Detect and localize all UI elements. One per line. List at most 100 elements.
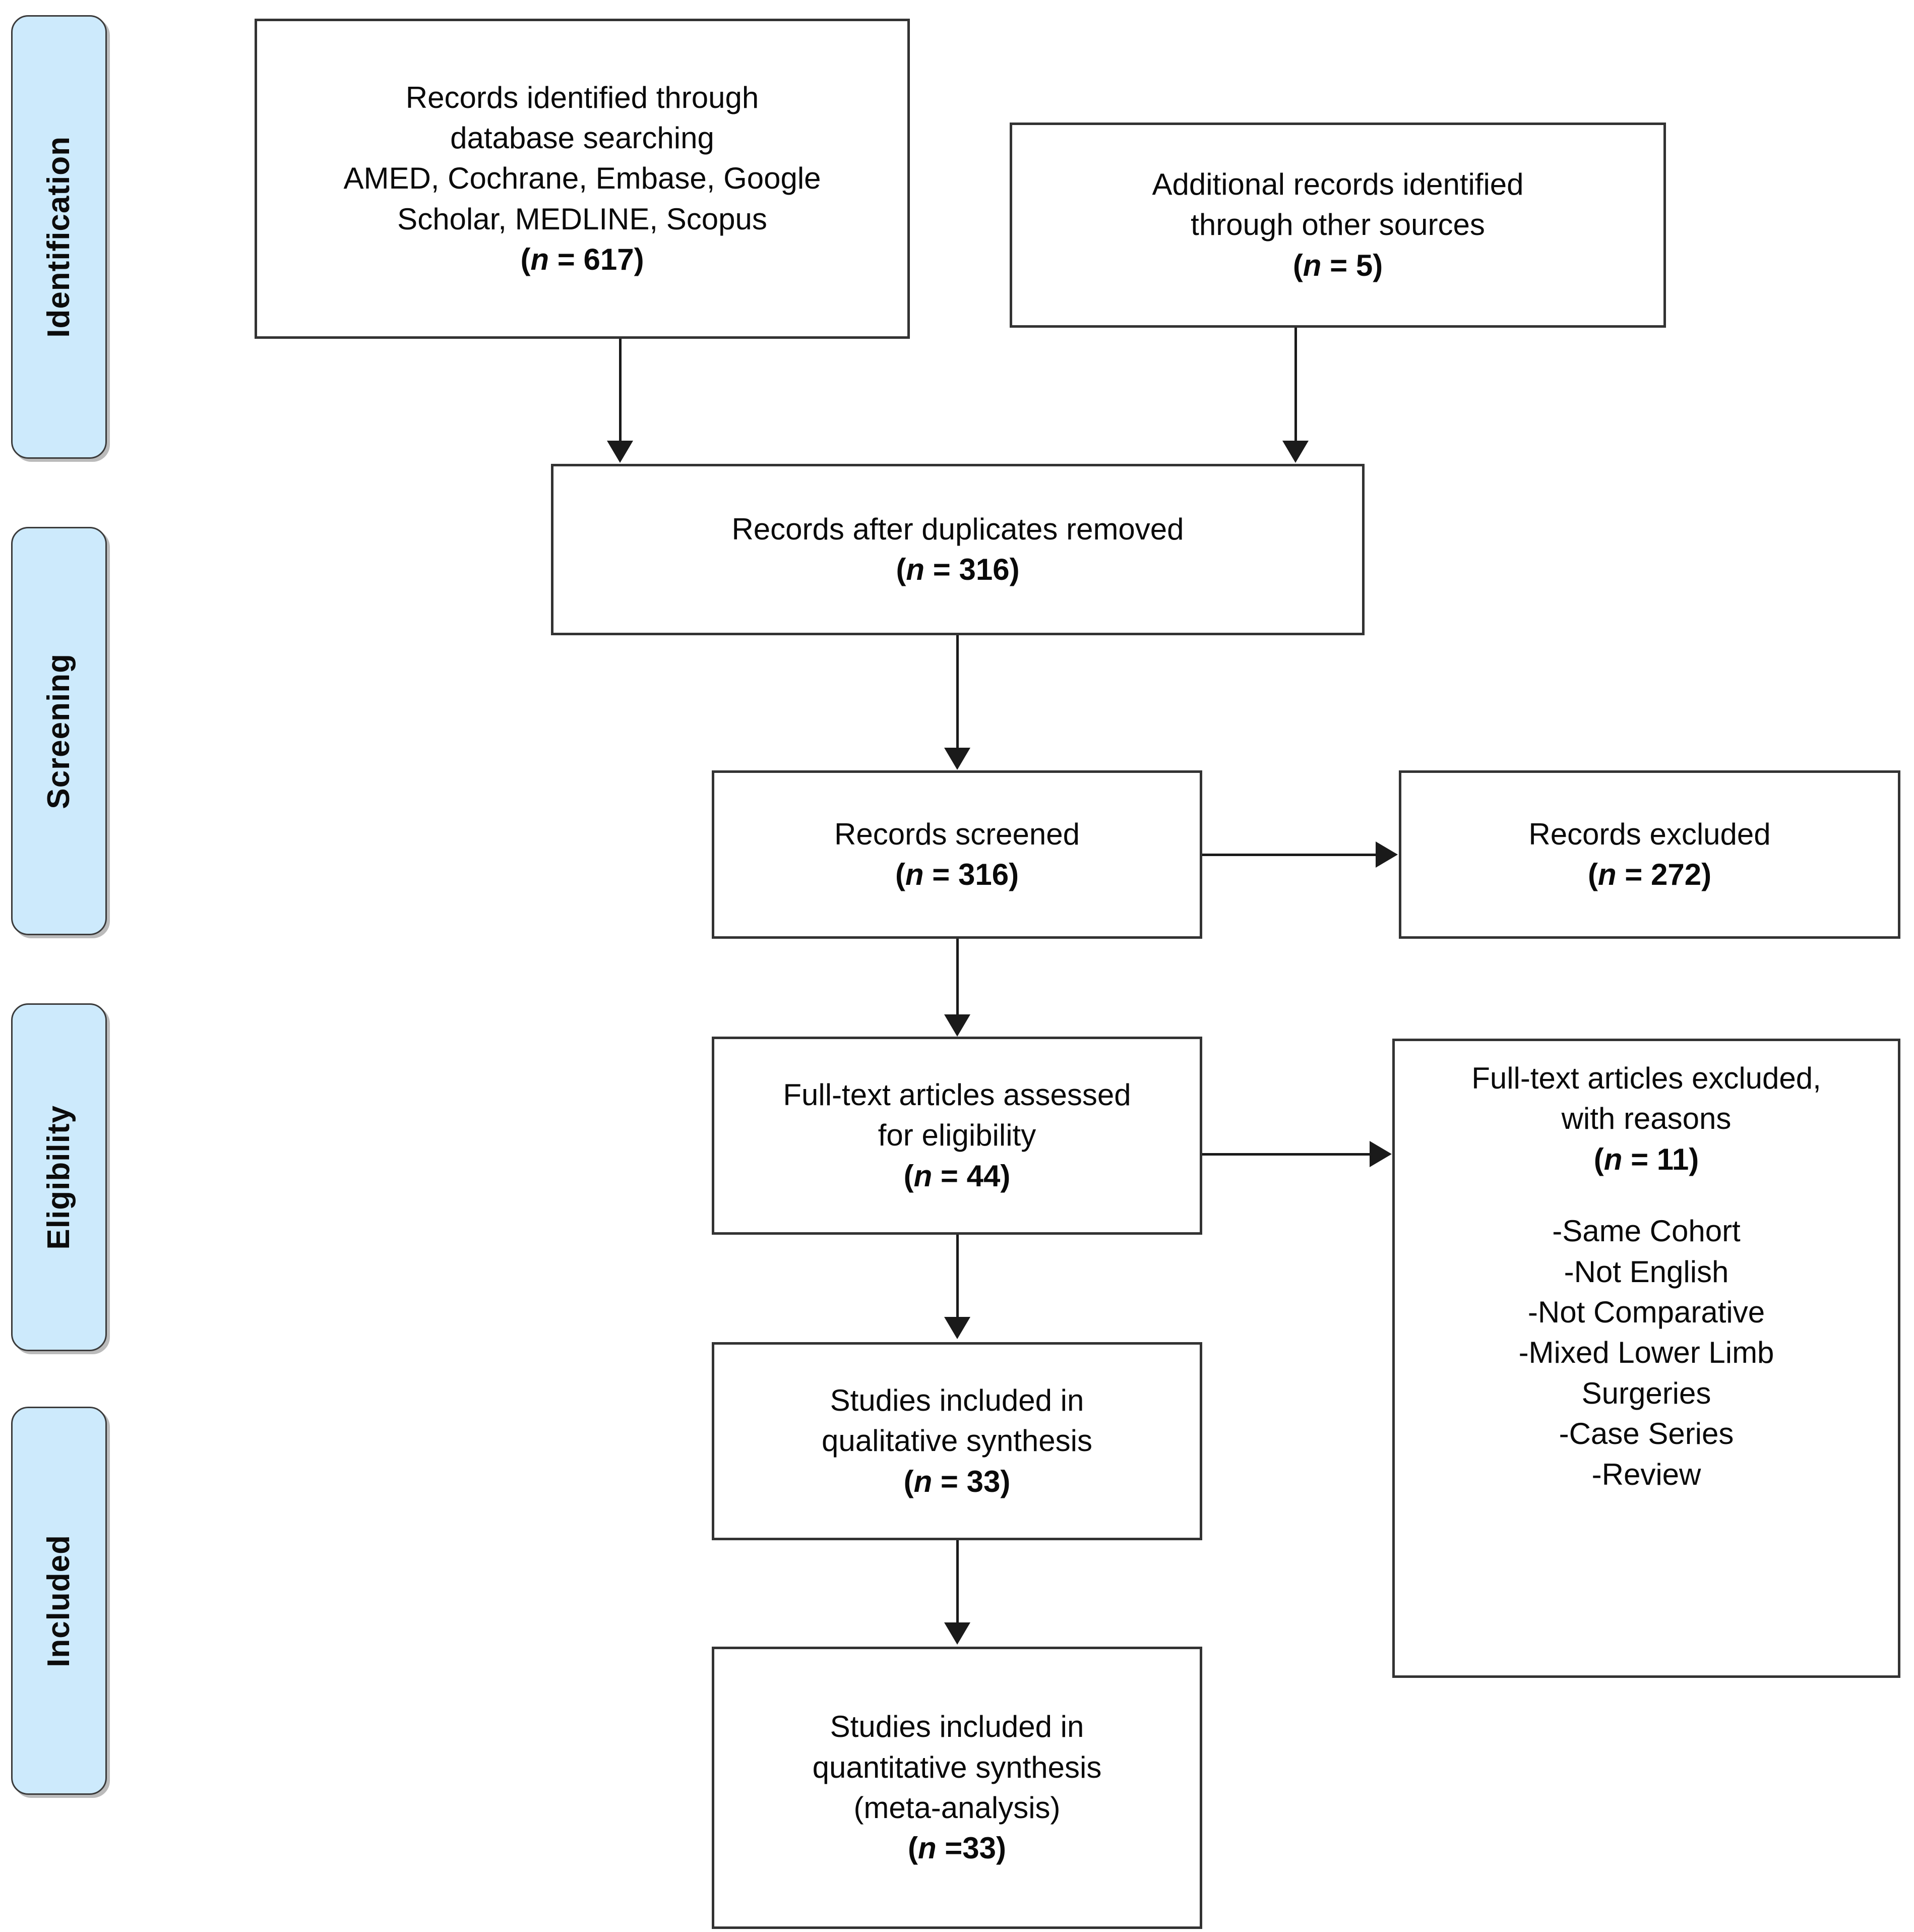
phase-pill-screening: Screening [11,527,107,935]
count-prefix: ( [895,858,905,891]
count-n: n [905,858,924,891]
count-n: n [1597,858,1617,891]
box-duplicates-removed: Records after duplicates removed (n = 31… [551,464,1365,635]
count-value: = 617) [549,243,644,277]
line: database searching [450,120,714,155]
line: Records screened [834,817,1080,851]
line: with reasons [1561,1102,1732,1136]
exclusion-reason: -Case Series [1559,1417,1734,1451]
count-n: n [530,243,549,277]
connector-screened-to-fulltext [956,939,959,1015]
line: Records excluded [1528,817,1771,851]
count-label: (n = 33) [727,1462,1187,1502]
count-prefix: ( [1587,858,1598,891]
count-value: = 44) [932,1159,1011,1193]
arrow-identified-to-duplicates [607,441,633,463]
box-records-screened: Records screened (n = 316) [712,770,1202,939]
line: through other sources [1191,208,1485,242]
count-n: n [1303,248,1322,282]
connector-fulltext-to-excluded [1202,1153,1371,1156]
line: Studies included in [830,1383,1084,1417]
count-prefix: ( [1593,1142,1604,1176]
arrow-qualitative-to-quantitative [944,1622,970,1645]
box-records-screened-text: Records screened (n = 316) [727,814,1187,895]
connector-fulltext-to-qualitative [956,1235,959,1318]
box-records-excluded-text: Records excluded (n = 272) [1414,814,1885,895]
line: Studies included in [830,1710,1084,1744]
box-records-excluded: Records excluded (n = 272) [1399,770,1900,939]
arrow-fulltext-to-qualitative [944,1317,970,1339]
count-label: (n = 11) [1408,1139,1885,1180]
arrow-duplicates-to-screened [944,748,970,770]
count-value: = 33) [932,1464,1011,1498]
phase-label-included: Included [41,1534,76,1667]
count-value: = 11) [1622,1142,1699,1176]
arrow-screened-to-excluded [1376,841,1398,868]
arrow-fulltext-to-excluded [1370,1141,1392,1167]
phase-pill-included: Included [11,1407,107,1795]
line: qualitative synthesis [822,1424,1092,1458]
count-n: n [906,553,925,586]
count-label: (n =33) [727,1828,1187,1868]
box-duplicates-removed-text: Records after duplicates removed (n = 31… [567,509,1349,590]
line: quantitative synthesis [812,1750,1102,1784]
connector-additional-to-duplicates [1294,328,1297,442]
count-label: (n = 316) [567,550,1349,590]
count-label: (n = 5) [1025,246,1650,286]
count-value: = 316) [924,553,1020,586]
line: AMED, Cochrane, Embase, Google [343,161,821,196]
line: Additional records identified [1152,167,1524,201]
count-prefix: ( [896,553,906,586]
count-n: n [913,1464,933,1498]
count-value: =33) [936,1831,1007,1865]
line: Full-text articles assessed [783,1077,1131,1112]
count-prefix: ( [1292,248,1303,282]
count-value: = 272) [1616,858,1712,891]
connector-identified-to-duplicates [619,339,622,442]
box-records-identified: Records identified through database sear… [255,19,910,339]
count-n: n [1603,1142,1623,1176]
line: Records after duplicates removed [731,512,1184,546]
box-fulltext-assessed-text: Full-text articles assessed for eligibil… [727,1075,1187,1196]
phase-pill-eligibility: Eligibility [11,1003,107,1351]
exclusion-reason: -Same Cohort [1552,1214,1741,1248]
exclusion-reason: -Not English [1564,1254,1729,1289]
line: for eligibility [878,1118,1036,1153]
line: Full-text articles excluded, [1471,1061,1821,1095]
box-quantitative-synthesis-text: Studies included in quantitative synthes… [727,1707,1187,1869]
arrow-screened-to-fulltext [944,1014,970,1037]
box-fulltext-excluded-text: Full-text articles excluded, with reason… [1408,1058,1885,1495]
box-qualitative-synthesis: Studies included in qualitative synthesi… [712,1342,1202,1540]
count-prefix: ( [907,1831,918,1865]
line: Records identified through [405,80,759,114]
box-fulltext-excluded: Full-text articles excluded, with reason… [1392,1039,1900,1678]
count-label: (n = 272) [1414,855,1885,895]
phase-label-identification: Identification [41,136,76,338]
box-fulltext-assessed: Full-text articles assessed for eligibil… [712,1037,1202,1235]
box-additional-records: Additional records identified through ot… [1010,123,1666,328]
count-n: n [917,1831,937,1865]
count-value: = 316) [923,858,1019,891]
box-quantitative-synthesis: Studies included in quantitative synthes… [712,1647,1202,1929]
count-prefix: ( [903,1159,914,1193]
count-label: (n = 617) [270,239,894,280]
connector-screened-to-excluded [1202,854,1377,856]
phase-label-eligibility: Eligibility [41,1105,76,1250]
connector-duplicates-to-screened [956,635,959,749]
exclusion-reason: -Not Comparative [1527,1295,1765,1329]
phase-label-screening: Screening [41,653,76,809]
exclusion-reasons-list: -Same Cohort -Not English -Not Comparati… [1408,1211,1885,1495]
count-prefix: ( [520,243,531,277]
count-prefix: ( [903,1464,914,1498]
count-n: n [913,1159,933,1193]
count-value: = 5) [1321,248,1383,282]
count-label: (n = 44) [727,1156,1187,1196]
box-additional-records-text: Additional records identified through ot… [1025,164,1650,286]
line: (meta-analysis) [853,1791,1061,1825]
arrow-additional-to-duplicates [1282,441,1309,463]
phase-pill-identification: Identification [11,15,107,459]
connector-qualitative-to-quantitative [956,1540,959,1623]
box-records-identified-text: Records identified through database sear… [270,78,894,280]
line: Scholar, MEDLINE, Scopus [397,202,767,236]
